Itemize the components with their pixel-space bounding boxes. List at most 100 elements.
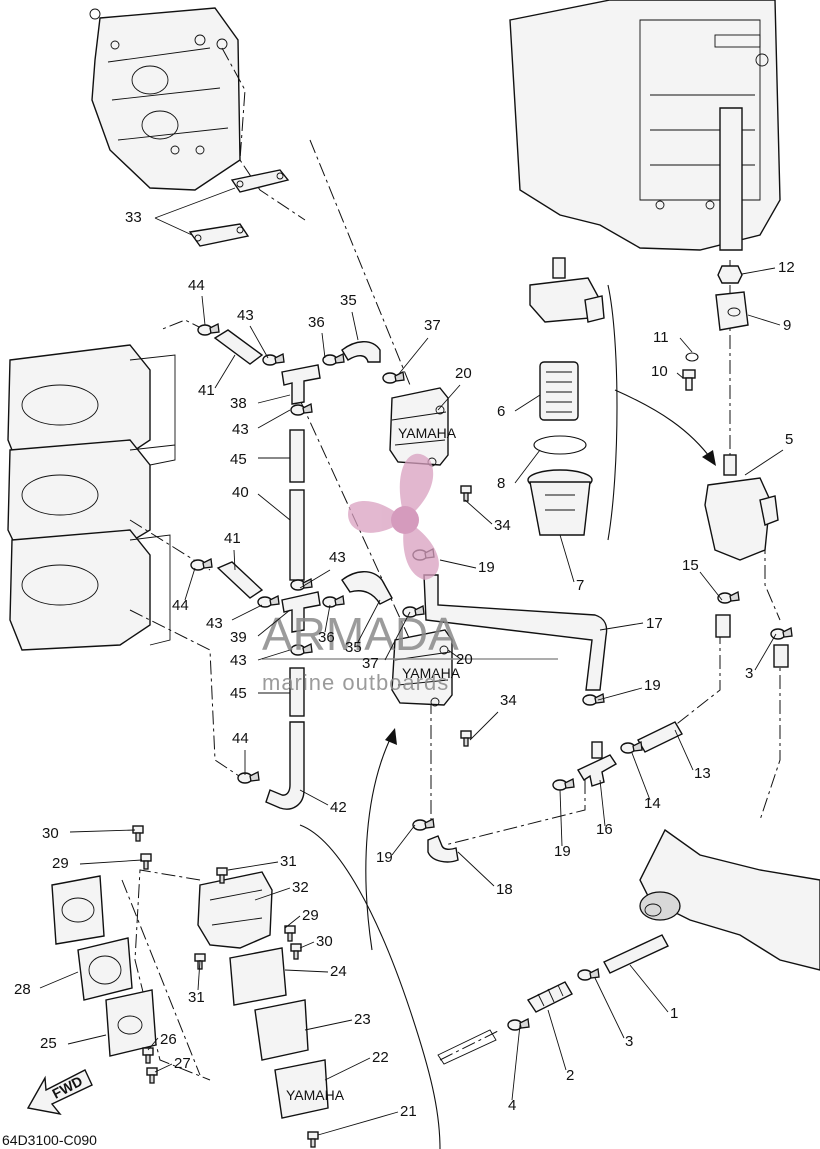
callout-leader-43 — [249, 325, 269, 359]
pipe-1 — [603, 934, 669, 974]
hose-clip — [717, 591, 740, 604]
connector-2 — [526, 981, 573, 1013]
callout-leader-43 — [299, 569, 331, 589]
diaphragm-25 — [105, 989, 157, 1057]
callout-label-17: 17 — [646, 615, 663, 632]
svg-text:YAMAHA: YAMAHA — [402, 665, 461, 681]
callout-leader-26 — [147, 1037, 159, 1051]
callout-leader-17 — [599, 622, 644, 631]
callout-label-29: 29 — [52, 855, 69, 872]
callout-label-21: 21 — [400, 1103, 417, 1120]
callout-leader-31 — [227, 861, 279, 871]
hose-clip — [262, 353, 285, 366]
callout-label-14: 14 — [644, 795, 661, 812]
callout-label-45: 45 — [230, 685, 247, 702]
callout-label-43: 43 — [232, 421, 249, 438]
callout-label-38: 38 — [230, 395, 247, 412]
callout-leader-37 — [384, 611, 411, 661]
callout-leader-22 — [324, 1057, 371, 1081]
callout-leader-33 — [154, 217, 193, 236]
gasket-28 — [77, 937, 133, 1001]
hose-35-lower — [341, 571, 393, 605]
pump-body-32 — [197, 871, 273, 949]
gasket-33-lower — [188, 223, 250, 247]
hose-clip — [290, 403, 313, 416]
callout-label-27: 27 — [174, 1055, 191, 1072]
callout-label-44: 44 — [172, 597, 189, 614]
callout-leader-38 — [257, 394, 291, 404]
o-ring-8 — [533, 435, 587, 455]
callout-leader-19 — [559, 789, 563, 847]
screw — [140, 853, 152, 870]
svg-text:YAMAHA: YAMAHA — [398, 425, 457, 441]
callout-label-43: 43 — [206, 615, 223, 632]
watermark-brand: ARMADA — [262, 608, 459, 660]
callout-leader-43 — [231, 604, 263, 621]
callout-leader-20 — [447, 649, 463, 661]
callout-leader-35 — [357, 599, 381, 643]
callout-leader-28 — [39, 971, 79, 989]
callout-leader-21 — [317, 1111, 399, 1136]
hose-45-upper — [289, 429, 305, 483]
cover-plate-top-28 — [51, 875, 105, 945]
callout-label-29: 29 — [302, 907, 319, 924]
hose-35-upper — [341, 341, 381, 363]
hose-40 — [289, 489, 305, 581]
callout-leader-39 — [257, 609, 291, 637]
callout-leader-5 — [744, 449, 784, 476]
callout-label-3: 3 — [625, 1033, 633, 1050]
callout-label-36: 36 — [318, 629, 335, 646]
bolt-10 — [682, 369, 696, 391]
callout-label-2: 2 — [566, 1067, 574, 1084]
washer-11 — [685, 352, 699, 362]
callout-leader-10 — [676, 372, 684, 379]
callout-leader-19 — [439, 559, 477, 569]
callout-label-28: 28 — [14, 981, 31, 998]
grouping-brackets — [299, 284, 716, 1149]
callout-label-1: 1 — [670, 1005, 678, 1022]
callout-leader-35 — [351, 311, 359, 341]
callout-leader-2 — [547, 1009, 567, 1071]
screw — [284, 925, 296, 942]
callout-leader-12 — [741, 267, 776, 275]
cylinder-head-block — [89, 7, 241, 191]
screw — [460, 730, 472, 747]
hose-clip — [577, 968, 600, 981]
callout-leader-30 — [299, 941, 315, 949]
callout-leader-19 — [597, 687, 643, 701]
callout-label-10: 10 — [651, 363, 668, 380]
callout-label-3: 3 — [745, 665, 753, 682]
callout-label-39: 39 — [230, 629, 247, 646]
fuel-pump-lower: YAMAHA — [391, 629, 461, 707]
hose-clip — [257, 595, 280, 608]
screw — [142, 1047, 154, 1064]
joint-38-upper — [281, 364, 321, 405]
screw — [216, 867, 228, 884]
callout-leader-13 — [674, 729, 694, 771]
hose-clip — [412, 818, 435, 831]
callout-label-34: 34 — [500, 692, 517, 709]
callout-label-36: 36 — [308, 314, 325, 331]
callout-leader-27 — [154, 1063, 173, 1073]
callout-label-13: 13 — [694, 765, 711, 782]
callout-leader-3 — [594, 977, 625, 1039]
hose-clip — [322, 353, 345, 366]
callout-leader-19 — [391, 824, 416, 856]
callout-leader-8 — [514, 449, 541, 484]
callout-label-43: 43 — [329, 549, 346, 566]
filter-cup-7 — [527, 469, 593, 536]
callout-label-20: 20 — [455, 365, 472, 382]
watermark-tagline: marine outboards — [262, 670, 449, 695]
callout-label-31: 31 — [188, 989, 205, 1006]
diagram-code: 64D3100-C090 — [2, 1132, 97, 1148]
callout-leader-44 — [201, 295, 206, 326]
callout-label-19: 19 — [644, 677, 661, 694]
hose-clip — [507, 1018, 530, 1031]
screw — [290, 943, 302, 960]
callout-leader-6 — [514, 394, 541, 412]
hose-clip — [322, 595, 345, 608]
screw — [460, 485, 472, 502]
callout-label-35: 35 — [340, 292, 357, 309]
